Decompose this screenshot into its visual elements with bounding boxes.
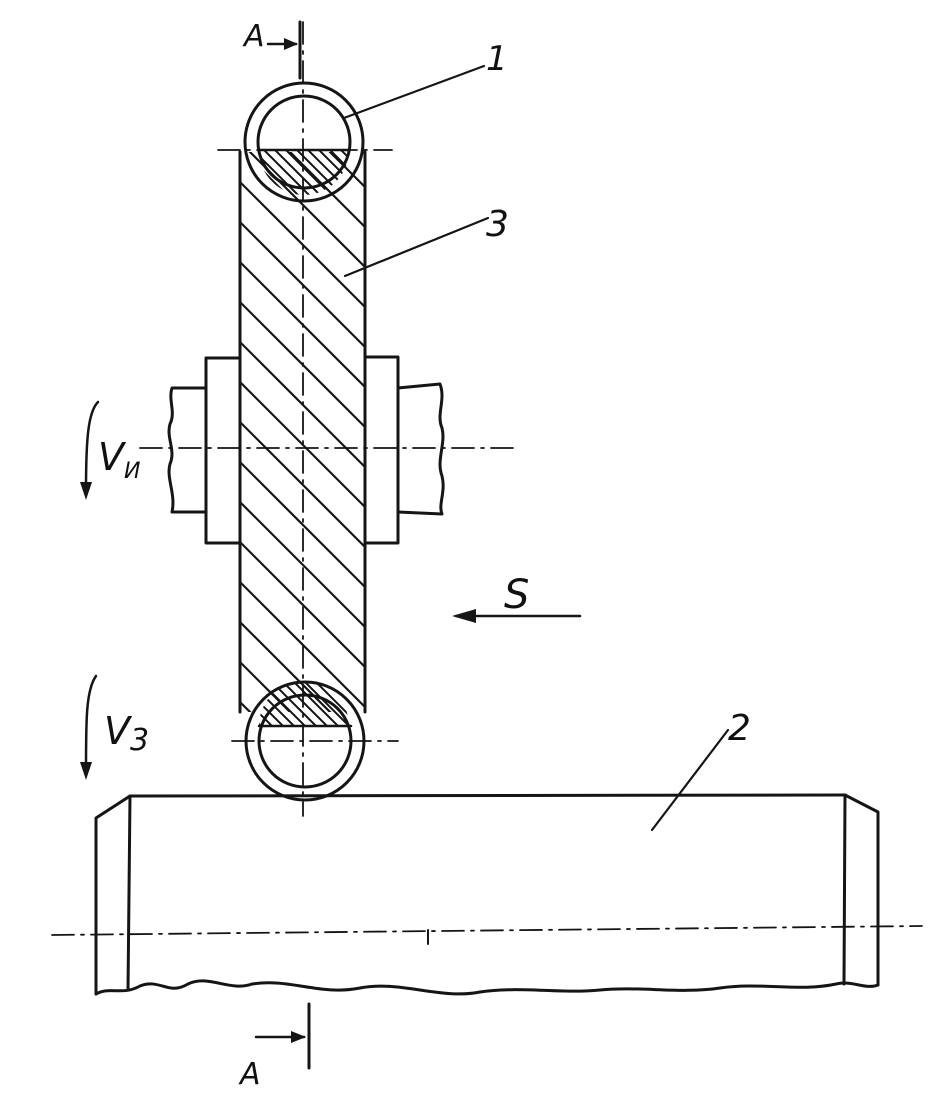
leader-1: 1 [342, 39, 508, 120]
hatch-line [259, 686, 349, 726]
hatch-line [240, 152, 365, 234]
part-number-3: 3 [486, 204, 509, 245]
shaft [167, 382, 445, 516]
work-speed-subscript: 3 [130, 723, 149, 758]
hatch-line [240, 152, 365, 194]
leader-2: 2 [650, 708, 751, 832]
part-number-1: 1 [486, 39, 508, 79]
work-rotation-arrow: V3 [80, 674, 149, 780]
tool-rotation-arrow: VИ [80, 400, 140, 500]
hatch-line [240, 655, 365, 712]
feed-label: S [504, 572, 529, 618]
hatch-line [259, 681, 349, 719]
workpiece-2 [94, 793, 880, 996]
hatch-line [259, 681, 349, 726]
section-label-bottom: A [238, 1057, 261, 1092]
hatch-line [259, 150, 349, 173]
section-label-top: A [242, 19, 265, 54]
work-speed-symbol: V [104, 709, 133, 753]
hatch-line [259, 162, 349, 195]
part-number-2: 2 [728, 708, 751, 749]
hatch-line [259, 151, 349, 195]
hatch-line [259, 697, 349, 726]
hatch-line [240, 535, 365, 674]
hatch-line [240, 455, 365, 594]
hatch-line [259, 150, 349, 184]
work-speed-label: V3 [104, 709, 149, 758]
tool-speed-subscript: И [124, 459, 140, 484]
hatch-line [259, 150, 349, 195]
hatch-line [240, 495, 365, 634]
hatch-line [240, 152, 365, 274]
hatch-line [240, 575, 365, 712]
hatch-line [240, 175, 365, 314]
section-marker-top: A [242, 19, 302, 80]
hatch-line [240, 415, 365, 554]
section-marker-bottom: A [238, 1002, 311, 1092]
centerlines [51, 21, 923, 936]
tool-speed-label: VИ [98, 435, 140, 484]
feed-arrow: S [452, 572, 582, 623]
leader-3: 3 [343, 204, 509, 278]
tool-speed-symbol: V [98, 435, 127, 479]
